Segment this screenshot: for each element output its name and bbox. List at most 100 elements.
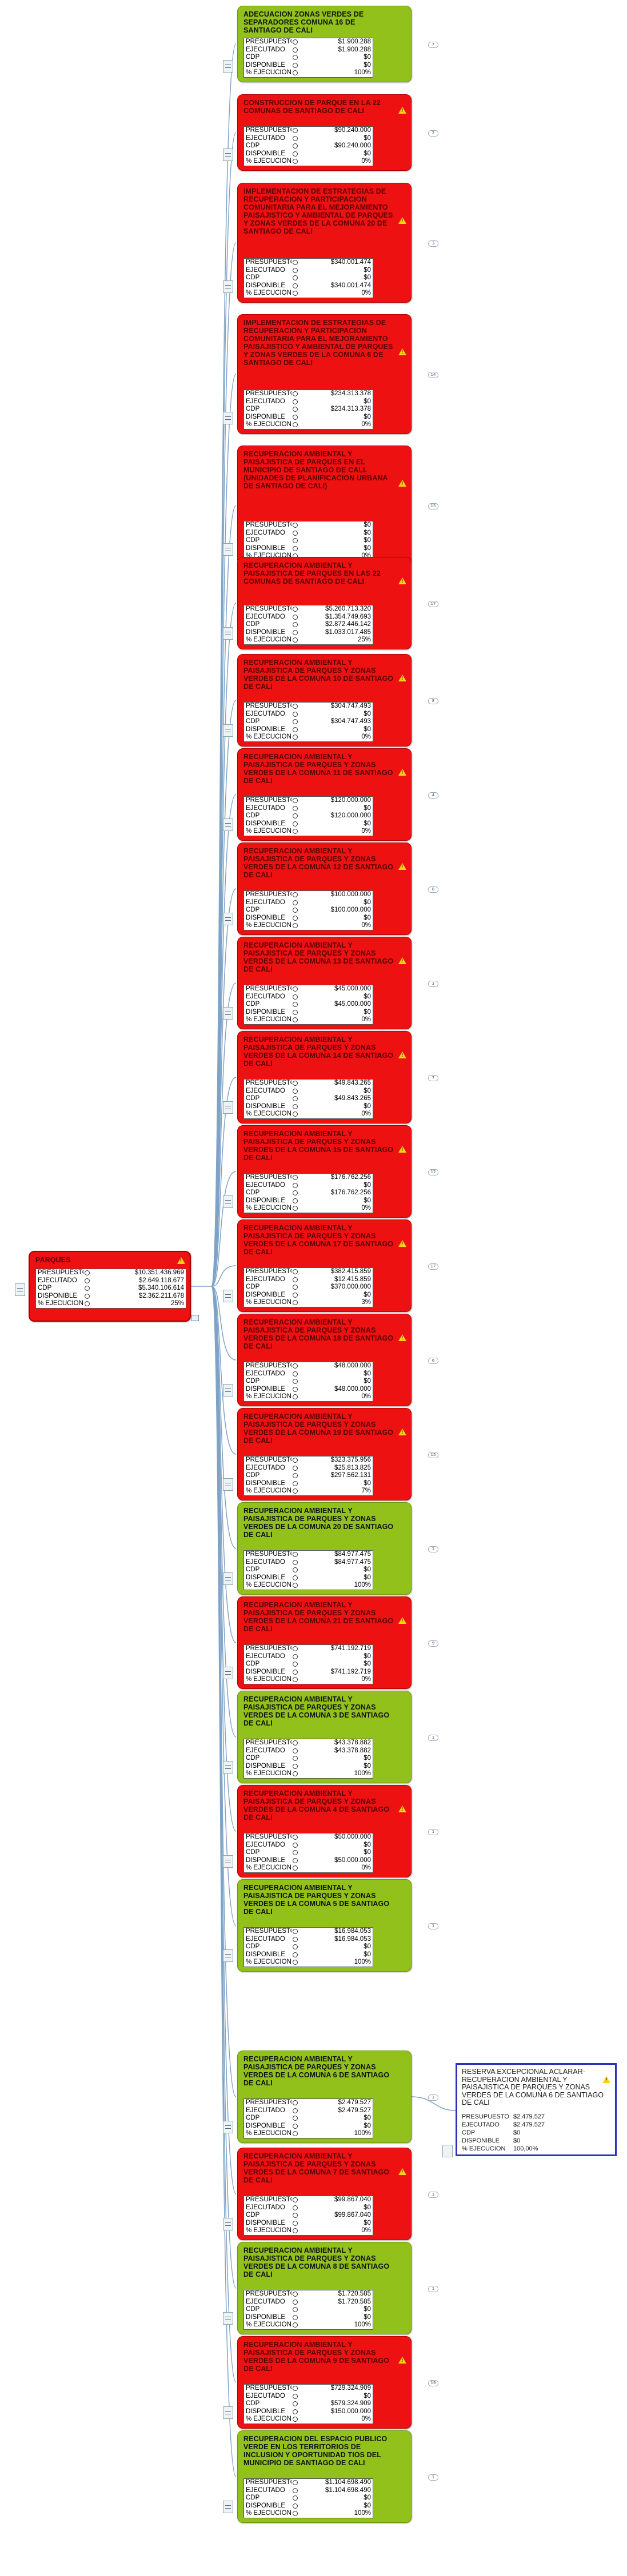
- node-menu-icon[interactable]: [223, 412, 233, 424]
- node-menu-icon[interactable]: [223, 2121, 233, 2133]
- project-node[interactable]: RECUPERACION AMBIENTAL Y PAISAJISTICA DE…: [223, 1596, 438, 1689]
- row-value: $0: [364, 529, 371, 536]
- node-menu-icon[interactable]: [223, 1949, 233, 1962]
- project-node[interactable]: RECUPERACION DEL ESPACIO PUBLICO VERDE E…: [223, 2430, 438, 2523]
- collapse-count-badge[interactable]: 2: [428, 130, 438, 137]
- node-menu-icon[interactable]: [223, 1478, 233, 1491]
- note-menu-icon[interactable]: [442, 2145, 453, 2157]
- collapse-count-badge[interactable]: 1: [428, 2094, 438, 2101]
- row-value: $0: [364, 1660, 371, 1667]
- project-node[interactable]: RECUPERACION AMBIENTAL Y PAISAJISTICA DE…: [223, 1408, 438, 1500]
- project-node[interactable]: RECUPERACION AMBIENTAL Y PAISAJISTICA DE…: [223, 937, 438, 1029]
- project-node[interactable]: RECUPERACION AMBIENTAL Y PAISAJISTICA DE…: [223, 1785, 438, 1877]
- node-menu-icon[interactable]: [223, 1007, 233, 1020]
- collapse-count-badge[interactable]: 8: [428, 886, 438, 893]
- collapse-count-badge[interactable]: 1: [428, 1923, 438, 1929]
- node-menu-icon[interactable]: [223, 818, 233, 831]
- budget-row: CDP$0: [244, 1943, 373, 1951]
- branch-connector: [211, 1171, 237, 1287]
- collapse-count-badge[interactable]: 19: [428, 2380, 438, 2386]
- collapse-count-badge[interactable]: 4: [428, 792, 438, 799]
- node-menu-icon[interactable]: [223, 1195, 233, 1208]
- collapse-count-badge[interactable]: 17: [428, 1263, 438, 1270]
- row-value: $0: [364, 266, 371, 274]
- project-node[interactable]: IMPLEMENTACION DE ESTRATEGIAS DE RECUPER…: [223, 314, 438, 434]
- collapse-count-badge[interactable]: 1: [428, 2474, 438, 2481]
- node-menu-icon[interactable]: [223, 913, 233, 925]
- project-node[interactable]: RECUPERACION AMBIENTAL Y PAISAJISTICA DE…: [223, 1502, 438, 1595]
- row-value: $48.000.000: [334, 1362, 371, 1369]
- collapse-count-badge[interactable]: 1: [428, 2192, 438, 2198]
- node-menu-icon[interactable]: [223, 1572, 233, 1585]
- row-value: $579.324.909: [330, 2400, 371, 2407]
- project-node[interactable]: RECUPERACION AMBIENTAL Y PAISAJISTICA DE…: [223, 1031, 438, 1124]
- note-reserva-excepcional[interactable]: RESERVA EXCEPCIONAL ACLARAR-RECUPERACION…: [442, 2063, 617, 2157]
- node-menu-icon[interactable]: [223, 1290, 233, 1302]
- row-label: CDP: [246, 1943, 260, 1950]
- row-dot-icon: [85, 1286, 90, 1291]
- collapse-count-badge[interactable]: 1: [428, 1829, 438, 1835]
- collapse-count-badge[interactable]: 7: [428, 42, 438, 48]
- project-node[interactable]: RECUPERACION AMBIENTAL Y PAISAJISTICA DE…: [223, 1219, 438, 1312]
- row-label: DISPONIBLE: [246, 1762, 286, 1770]
- row-dot-icon: [85, 1270, 90, 1276]
- collapse-count-badge[interactable]: 15: [428, 1452, 438, 1458]
- collapse-count-badge[interactable]: 1: [428, 1546, 438, 1552]
- project-node[interactable]: RECUPERACION AMBIENTAL Y PAISAJISTICA DE…: [223, 557, 438, 649]
- collapse-count-badge[interactable]: 15: [428, 503, 438, 509]
- node-menu-icon[interactable]: [223, 2406, 233, 2419]
- project-node[interactable]: RECUPERACION AMBIENTAL Y PAISAJISTICA DE…: [223, 1125, 438, 1218]
- collapse-count-badge[interactable]: 1: [428, 1735, 438, 1741]
- collapse-count-badge[interactable]: 3: [428, 240, 438, 247]
- budget-row: CDP$0: [244, 1755, 373, 1763]
- budget-row: PRESUPUESTO$5.260.713.320: [244, 605, 373, 613]
- project-node[interactable]: RECUPERACION AMBIENTAL Y PAISAJISTICA DE…: [223, 446, 438, 565]
- warning-icon: [398, 1805, 406, 1812]
- collapse-count-badge[interactable]: 8: [428, 698, 438, 704]
- collapse-count-badge[interactable]: 9: [428, 1640, 438, 1647]
- node-menu-icon[interactable]: [223, 2312, 233, 2325]
- node-menu-icon[interactable]: [223, 280, 233, 293]
- project-title: RECUPERACION AMBIENTAL Y PAISAJISTICA DE…: [243, 2246, 390, 2278]
- collapse-count-badge[interactable]: 17: [428, 601, 438, 607]
- project-node[interactable]: RECUPERACION AMBIENTAL Y PAISAJISTICA DE…: [223, 2242, 438, 2334]
- collapse-count-badge[interactable]: 6: [428, 1358, 438, 1364]
- node-menu-icon[interactable]: [223, 1101, 233, 1114]
- project-node[interactable]: CONSTRUCCION DE PARQUE EN LA 22 COMUNAS …: [223, 94, 438, 171]
- budget-row: PRESUPUESTO$10.351.436.969: [36, 1269, 186, 1277]
- node-menu-icon[interactable]: [223, 627, 233, 640]
- project-node[interactable]: RECUPERACION AMBIENTAL Y PAISAJISTICA DE…: [223, 842, 438, 935]
- node-menu-icon[interactable]: [15, 1283, 25, 1296]
- node-menu-icon[interactable]: [223, 2218, 233, 2230]
- node-menu-icon[interactable]: [223, 2501, 233, 2513]
- collapse-count-badge[interactable]: 12: [428, 1169, 438, 1175]
- node-menu-icon[interactable]: [223, 1667, 233, 1679]
- project-node[interactable]: RECUPERACION AMBIENTAL Y PAISAJISTICA DE…: [223, 2051, 438, 2143]
- node-menu-icon[interactable]: [223, 149, 233, 161]
- collapse-count-badge[interactable]: 7: [428, 1075, 438, 1081]
- row-label: EJECUTADO: [462, 2121, 500, 2128]
- project-node[interactable]: RECUPERACION AMBIENTAL Y PAISAJISTICA DE…: [223, 654, 438, 747]
- node-menu-icon[interactable]: [223, 724, 233, 737]
- project-node[interactable]: RECUPERACION AMBIENTAL Y PAISAJISTICA DE…: [223, 1314, 438, 1406]
- project-node[interactable]: IMPLEMENTACION DE ESTRATEGIAS DE RECUPER…: [223, 183, 438, 303]
- collapse-count-badge[interactable]: 3: [428, 981, 438, 987]
- project-node[interactable]: RECUPERACION AMBIENTAL Y PAISAJISTICA DE…: [223, 1879, 438, 1972]
- node-menu-icon[interactable]: [223, 1384, 233, 1397]
- collapse-count-badge[interactable]: 1: [428, 2286, 438, 2292]
- node-menu-icon[interactable]: [223, 543, 233, 556]
- collapse-count-badge[interactable]: 14: [428, 372, 438, 378]
- project-node[interactable]: RECUPERACION AMBIENTAL Y PAISAJISTICA DE…: [223, 1691, 438, 1783]
- node-menu-icon[interactable]: [223, 1855, 233, 1868]
- node-menu-icon[interactable]: [223, 60, 233, 73]
- project-node[interactable]: RECUPERACION AMBIENTAL Y PAISAJISTICA DE…: [223, 748, 438, 841]
- project-node[interactable]: RECUPERACION AMBIENTAL Y PAISAJISTICA DE…: [223, 2336, 438, 2429]
- node-menu-icon[interactable]: [223, 1761, 233, 1773]
- project-node[interactable]: ADECUACION ZONAS VERDES DE SEPARADORES C…: [223, 6, 438, 82]
- branch-hub-icon[interactable]: [191, 1315, 199, 1321]
- project-node[interactable]: RECUPERACION AMBIENTAL Y PAISAJISTICA DE…: [223, 2148, 438, 2240]
- row-dot-icon: [293, 1771, 298, 1777]
- root-node-parques[interactable]: PARQUES PRESUPUESTO$10.351.436.969 EJECU…: [15, 1251, 191, 1322]
